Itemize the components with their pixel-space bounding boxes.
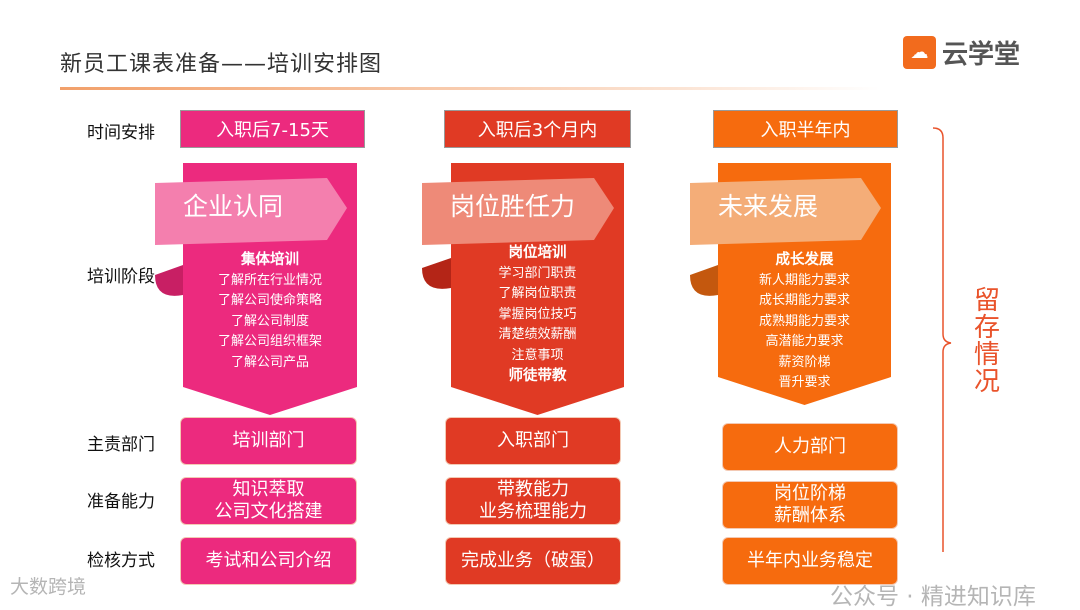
stage-item: 成长发展 [775, 252, 834, 268]
stage-item: 学习部门职责 [498, 265, 577, 281]
stage-item: 新人期能力要求 [758, 272, 850, 288]
time-header: 入职后3个月内 [444, 110, 631, 148]
dept-box: 人力部门 [722, 423, 898, 471]
stage-item: 了解公司使命策略 [217, 293, 322, 308]
stage-title: 岗位胜任力 [450, 192, 576, 221]
stage-item: 掌握岗位技巧 [498, 306, 577, 322]
stage-banner [155, 163, 357, 415]
stage-banner [422, 163, 624, 415]
stage-items: 集体培训了解所在行业情况了解公司使命策略了解公司制度了解公司组织框架了解公司产品 [183, 250, 357, 373]
stage-item: 师徒带教 [508, 368, 567, 384]
row-label-dept: 主责部门 [87, 435, 155, 455]
stage-item: 岗位培训 [508, 245, 567, 261]
stage-item: 清楚绩效薪酬 [498, 327, 577, 342]
ability-line: 业务梳理能力 [479, 501, 587, 522]
logo-text: 云学堂 [942, 40, 1021, 70]
row-label-time: 时间安排 [87, 123, 155, 143]
ability-box: 带教能力业务梳理能力 [445, 477, 621, 525]
ability-box: 岗位阶梯薪酬体系 [722, 481, 898, 529]
time-header: 入职半年内 [713, 110, 898, 148]
ability-box: 知识萃取公司文化搭建 [180, 477, 357, 525]
stage-item: 成长期能力要求 [758, 293, 850, 308]
ability-line: 岗位阶梯 [774, 482, 846, 504]
stage-item: 了解所在行业情况 [217, 272, 322, 288]
stage-item: 薪资阶梯 [778, 354, 831, 370]
stage-item: 晋升要求 [778, 375, 831, 390]
stage-item: 了解公司产品 [230, 354, 309, 370]
watermark-right: 公众号 · 精进知识库 [830, 584, 1036, 610]
ability-line: 公司文化搭建 [214, 501, 323, 522]
logo: ☁ 云学堂 [903, 34, 1020, 71]
ability-line: 薪酬体系 [774, 505, 846, 526]
stage-item: 了解岗位职责 [498, 286, 577, 301]
book-cloud-icon: ☁ [903, 36, 936, 69]
check-box: 完成业务（破蛋） [445, 537, 621, 585]
row-label-ability: 准备能力 [87, 492, 155, 512]
retention-bracket [932, 127, 952, 552]
stage-title: 企业认同 [183, 192, 284, 221]
row-label-check: 检核方式 [87, 551, 155, 571]
stage-title: 未来发展 [718, 192, 819, 221]
stage-item: 了解公司组织框架 [217, 334, 322, 349]
stage-banner [690, 163, 891, 405]
title-underline [60, 87, 880, 90]
ability-line: 带教能力 [497, 478, 569, 500]
dept-box: 入职部门 [445, 417, 621, 465]
watermark-left: 大数跨境 [10, 576, 87, 598]
ability-line: 知识萃取 [232, 478, 305, 500]
dept-box: 培训部门 [180, 417, 357, 465]
retention-label: 留存情况 [973, 286, 1000, 397]
stage-item: 注意事项 [511, 347, 564, 363]
stage-item: 了解公司制度 [230, 313, 309, 329]
stage-item: 高潜能力要求 [765, 334, 844, 349]
stage-item: 成熟期能力要求 [758, 313, 850, 329]
check-box: 半年内业务稳定 [722, 537, 898, 585]
stage-items: 岗位培训学习部门职责了解岗位职责掌握岗位技巧清楚绩效薪酬注意事项师徒带教 [451, 243, 624, 387]
time-header: 入职后7-15天 [180, 110, 365, 148]
stage-items: 成长发展新人期能力要求成长期能力要求成熟期能力要求高潜能力要求薪资阶梯晋升要求 [718, 250, 891, 394]
check-box: 考试和公司介绍 [180, 537, 357, 585]
row-label-stage: 培训阶段 [87, 267, 155, 287]
page-title: 新员工课表准备——培训安排图 [60, 52, 383, 77]
stage-item: 集体培训 [241, 252, 299, 268]
